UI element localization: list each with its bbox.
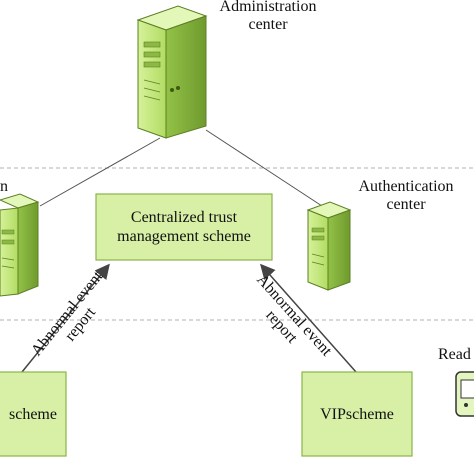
left-server-label: n [0,178,8,195]
centralized-trust-box [95,193,273,261]
left-scheme-label: scheme [9,405,57,423]
vip-scheme-label: VIPscheme [320,405,394,423]
authentication-center-label: Authentication center [358,178,453,214]
authentication-center-label-line1: Authentication [358,178,454,195]
administration-center-label: Administration center [220,0,317,34]
admin-to-auth-server-line [205,129,323,207]
centralized-trust-label: Centralized trust management scheme [96,194,272,260]
authentication-center-label-line2: center [386,196,426,213]
centralized-trust-label-line1: Centralized trust [130,209,238,226]
left-scheme-box [0,371,67,457]
reader-label: Read [438,346,471,363]
administration-center-label-line1: Administration [219,0,317,15]
server-tower-icon [306,201,352,291]
centralized-trust-label-line2: management scheme [117,228,251,245]
admin-to-left-server-line [39,137,161,207]
server-tower-icon [136,5,208,139]
administration-center-label-line2: center [248,16,288,33]
left-report-arrow [21,263,110,373]
server-tower-icon [0,193,40,297]
vip-scheme-box [301,371,413,457]
card-reader-icon [455,371,474,417]
right-report-arrow [260,263,357,373]
